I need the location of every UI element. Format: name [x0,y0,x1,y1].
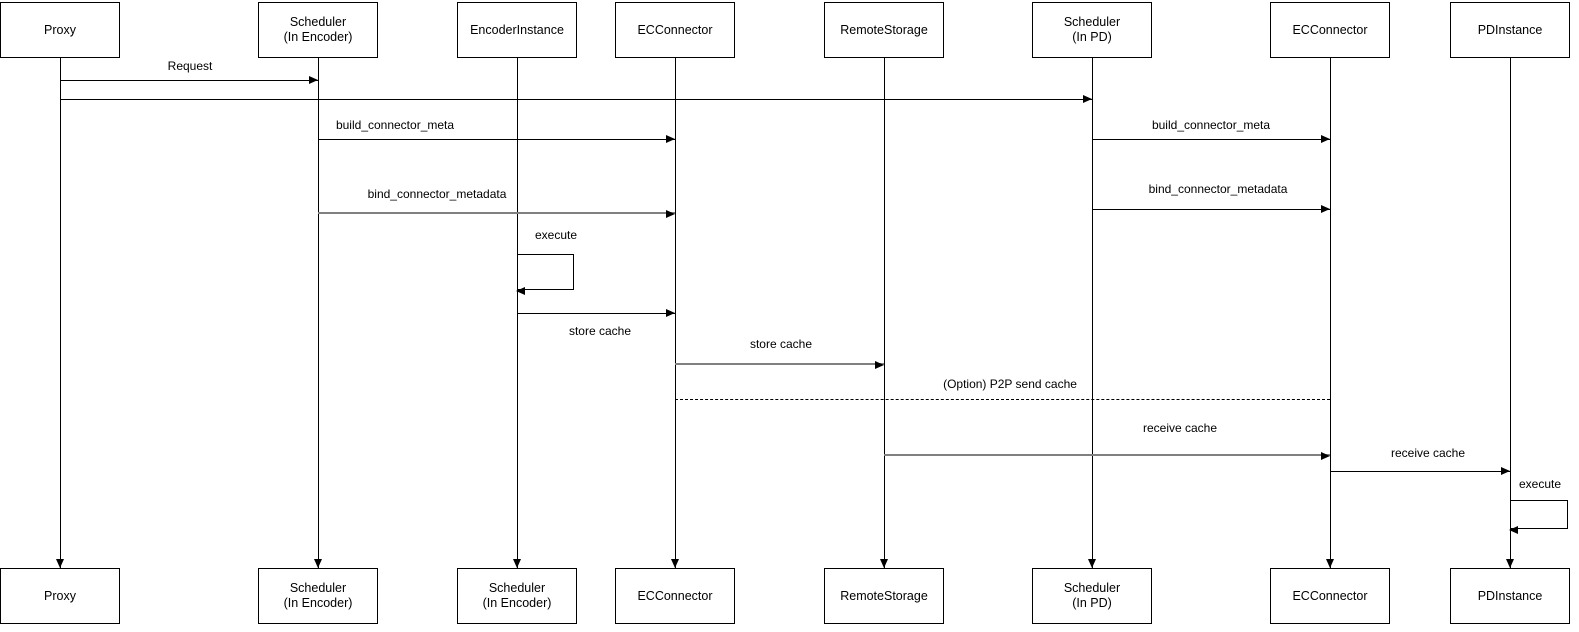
message-arrow-bind-connector-metadata-right [1092,205,1330,213]
message-label-bind-connector-metadata-left: bind_connector_metadata [365,187,509,201]
message-arrow-build-connector-meta-left [318,135,675,143]
participant-pdinstance-bottom: PDInstance [1450,568,1570,624]
message-label-store-cache-2: store cache [747,337,815,351]
participant-scheduler-encoder: Scheduler (In Encoder) [258,2,378,58]
lifeline-ecconnector-encoder [670,58,679,568]
message-label-execute-pd: execute [1516,477,1564,491]
participant-ecconnector-pd: ECConnector [1270,2,1390,58]
message-arrow-store-cache-2 [675,361,884,369]
message-label-build-connector-meta-left: build_connector_meta [333,118,457,132]
message-selfloop-execute-pd [1509,500,1568,534]
participant-proxy: Proxy [0,2,120,58]
participant-scheduler-encoder-bottom: Scheduler (In Encoder) [258,568,378,624]
participant-encoder-instance-bottom: Scheduler (In Encoder) [457,568,577,624]
message-arrow-request [60,76,318,84]
message-arrow-receive-cache-2 [1330,467,1510,475]
message-arrow-proxy-to-scheduler-pd [60,95,1092,103]
participant-remote-storage: RemoteStorage [824,2,944,58]
message-label-p2p-send-cache: (Option) P2P send cache [941,377,1079,391]
lifeline-scheduler-pd [1087,58,1096,568]
lifeline-proxy [55,58,64,568]
participant-proxy-bottom: Proxy [0,568,120,624]
message-label-execute-encoder: execute [532,228,580,242]
message-label-store-cache-1: store cache [566,324,634,338]
message-label-build-connector-meta-right: build_connector_meta [1149,118,1273,132]
lifeline-scheduler-encoder [313,58,322,568]
participant-ecconnector-encoder: ECConnector [615,2,735,58]
message-arrow-build-connector-meta-right [1092,135,1330,143]
participant-pdinstance: PDInstance [1450,2,1570,58]
participant-scheduler-pd: Scheduler (In PD) [1032,2,1152,58]
message-arrow-bind-connector-metadata-left [318,210,675,218]
lifeline-remote-storage [879,58,888,568]
participant-encoder-instance: EncoderInstance [457,2,577,58]
lifeline-pdinstance [1505,58,1514,568]
message-line-p2p-send-cache [675,399,1330,400]
message-label-receive-cache-2: receive cache [1388,446,1468,460]
participant-remote-storage-bottom: RemoteStorage [824,568,944,624]
message-label-receive-cache-1: receive cache [1140,421,1220,435]
participant-ecconnector-pd-bottom: ECConnector [1270,568,1390,624]
participant-ecconnector-encoder-bottom: ECConnector [615,568,735,624]
lifeline-ecconnector-pd [1325,58,1334,568]
message-label-bind-connector-metadata-right: bind_connector_metadata [1146,182,1290,196]
message-arrow-receive-cache-1 [884,452,1330,460]
message-selfloop-execute-encoder [516,254,574,295]
message-label-request: Request [165,59,215,73]
message-arrow-store-cache-1 [517,309,675,317]
participant-scheduler-pd-bottom: Scheduler (In PD) [1032,568,1152,624]
